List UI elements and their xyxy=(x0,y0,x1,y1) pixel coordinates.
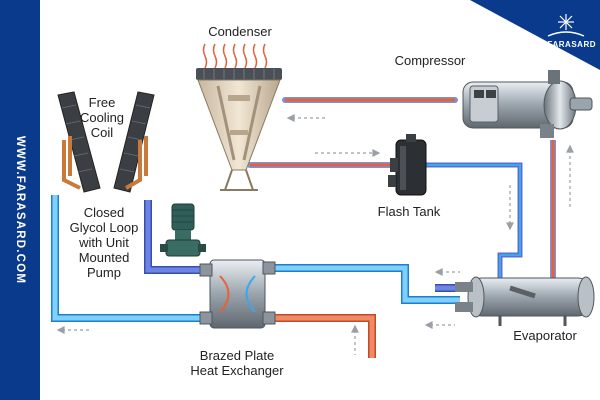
label-line: Free xyxy=(88,95,116,110)
label-heat-exchanger: Brazed Plate Heat Exchanger xyxy=(172,348,302,378)
label-condenser: Condenser xyxy=(208,24,272,39)
glycol-pump xyxy=(160,203,206,257)
compressor xyxy=(462,70,593,138)
flash-tank xyxy=(388,134,427,196)
pipe-hx-warm-outlet xyxy=(265,314,376,358)
label-line: Closed xyxy=(83,205,125,220)
label-closed-glycol-loop: Closed Glycol Loop with Unit Mounted Pum… xyxy=(60,205,148,280)
heat-waves-icon xyxy=(202,43,268,69)
free-cooling-coil-right xyxy=(113,91,155,193)
flow-arrows xyxy=(56,114,574,355)
brand-corner-logo xyxy=(470,0,600,70)
label-compressor: Compressor xyxy=(394,53,466,68)
label-flash-tank: Flash Tank xyxy=(377,204,441,219)
label-evaporator: Evaporator xyxy=(513,328,577,343)
condenser xyxy=(196,43,282,191)
pipe-glycol-loop-left xyxy=(51,195,205,322)
pipe-flashtank-to-evaporator xyxy=(425,162,523,280)
free-cooling-coil-left xyxy=(57,91,101,193)
brazed-plate-heat-exchanger xyxy=(199,259,276,329)
label-line: with Unit xyxy=(79,235,129,250)
label-line: Heat Exchanger xyxy=(190,363,284,378)
brand-logo-text: FARASARD xyxy=(547,40,596,49)
pipe-hx-to-evaporator xyxy=(265,264,460,304)
label-line: Mounted xyxy=(78,250,130,265)
label-free-cooling-coil: Free Cooling Coil xyxy=(72,95,132,140)
label-line: Pump xyxy=(87,265,121,280)
brand-sidebar: WWW.FARASARD.COM xyxy=(0,0,40,400)
snowflake-icon xyxy=(558,14,574,30)
label-line: Glycol Loop xyxy=(69,220,139,235)
label-line: Cooling xyxy=(79,110,125,125)
evaporator xyxy=(455,276,595,326)
label-line: Coil xyxy=(90,125,114,140)
label-line: Brazed Plate xyxy=(199,348,275,363)
